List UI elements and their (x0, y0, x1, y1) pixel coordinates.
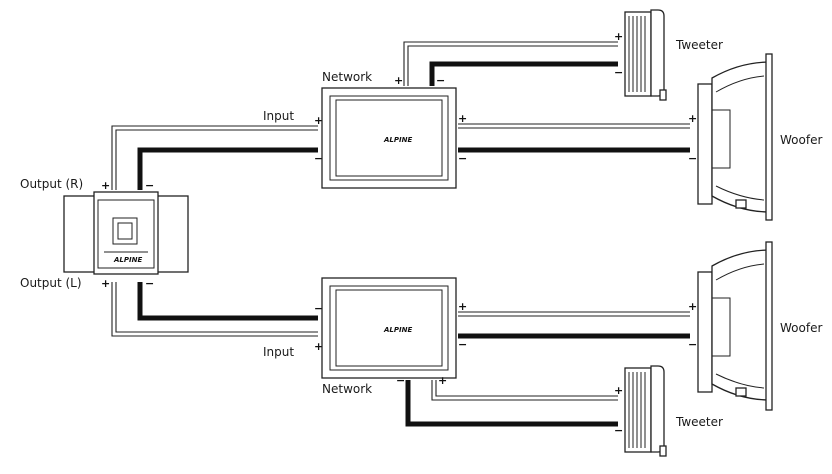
tweeter-top-label: Tweeter (675, 38, 723, 52)
woofer-top-minus: − (688, 152, 697, 165)
network-bottom: ALPINE (321, 277, 457, 379)
tweeter-top-plus: + (614, 30, 623, 43)
net-bot-wf-minus: − (458, 338, 467, 351)
tweeter-bottom-plus: + (614, 384, 623, 397)
net-top-in-minus: − (314, 152, 323, 165)
tweeter-bottom (624, 365, 667, 457)
net-top-tw-minus: − (436, 74, 445, 87)
net-top-tw-plus: + (394, 74, 403, 87)
wire-amp-l-positive (111, 282, 318, 337)
tweeter-top-minus: − (614, 66, 623, 79)
woofer-top (697, 53, 773, 221)
network-top-label: Network (322, 70, 372, 84)
network-top-brand-logo: ALPINE (383, 136, 412, 144)
amplifier-brand-logo: ALPINE (113, 256, 142, 264)
amp-l-plus-sign: + (101, 277, 110, 290)
tweeter-bottom-minus: − (614, 424, 623, 437)
output-r-label: Output (R) (20, 177, 83, 191)
woofer-bottom-minus: − (688, 338, 697, 351)
network-top: ALPINE (321, 87, 457, 189)
net-top-wf-minus: − (458, 152, 467, 165)
net-bot-tw-minus: − (396, 374, 405, 387)
net-top-in-plus: + (314, 114, 323, 127)
network-bottom-label: Network (322, 382, 372, 396)
input-top-label: Input (263, 109, 294, 123)
tweeter-bottom-label: Tweeter (675, 415, 723, 429)
net-bot-in-minus: − (314, 302, 323, 315)
woofer-top-label: Woofer (780, 133, 822, 147)
wire-amp-l-negative (137, 282, 318, 321)
woofer-bottom-label: Woofer (780, 321, 822, 335)
net-bot-wf-plus: + (458, 300, 467, 313)
wire-net-top-tweeter-negative (429, 61, 618, 86)
amp-r-plus-sign: + (101, 179, 110, 192)
input-bottom-label: Input (263, 345, 294, 359)
amp-r-minus-sign: − (145, 179, 154, 192)
wire-net-top-tweeter-positive (403, 41, 618, 86)
woofer-top-plus: + (688, 112, 697, 125)
net-bot-in-plus: + (314, 340, 323, 353)
amp-l-minus-sign: − (145, 277, 154, 290)
wire-amp-r-positive (111, 125, 318, 190)
output-l-label: Output (L) (20, 276, 82, 290)
woofer-bottom-plus: + (688, 300, 697, 313)
net-top-wf-plus: + (458, 112, 467, 125)
woofer-bottom (697, 241, 773, 411)
net-bot-tw-plus: + (438, 374, 447, 387)
network-bottom-brand-logo: ALPINE (383, 326, 412, 334)
amplifier: ALPINE (63, 191, 189, 275)
tweeter-top (624, 9, 667, 101)
wire-net-bot-tweeter-negative (405, 380, 618, 427)
wire-amp-r-negative (137, 147, 318, 190)
wire-net-bot-tweeter-positive (431, 380, 618, 401)
